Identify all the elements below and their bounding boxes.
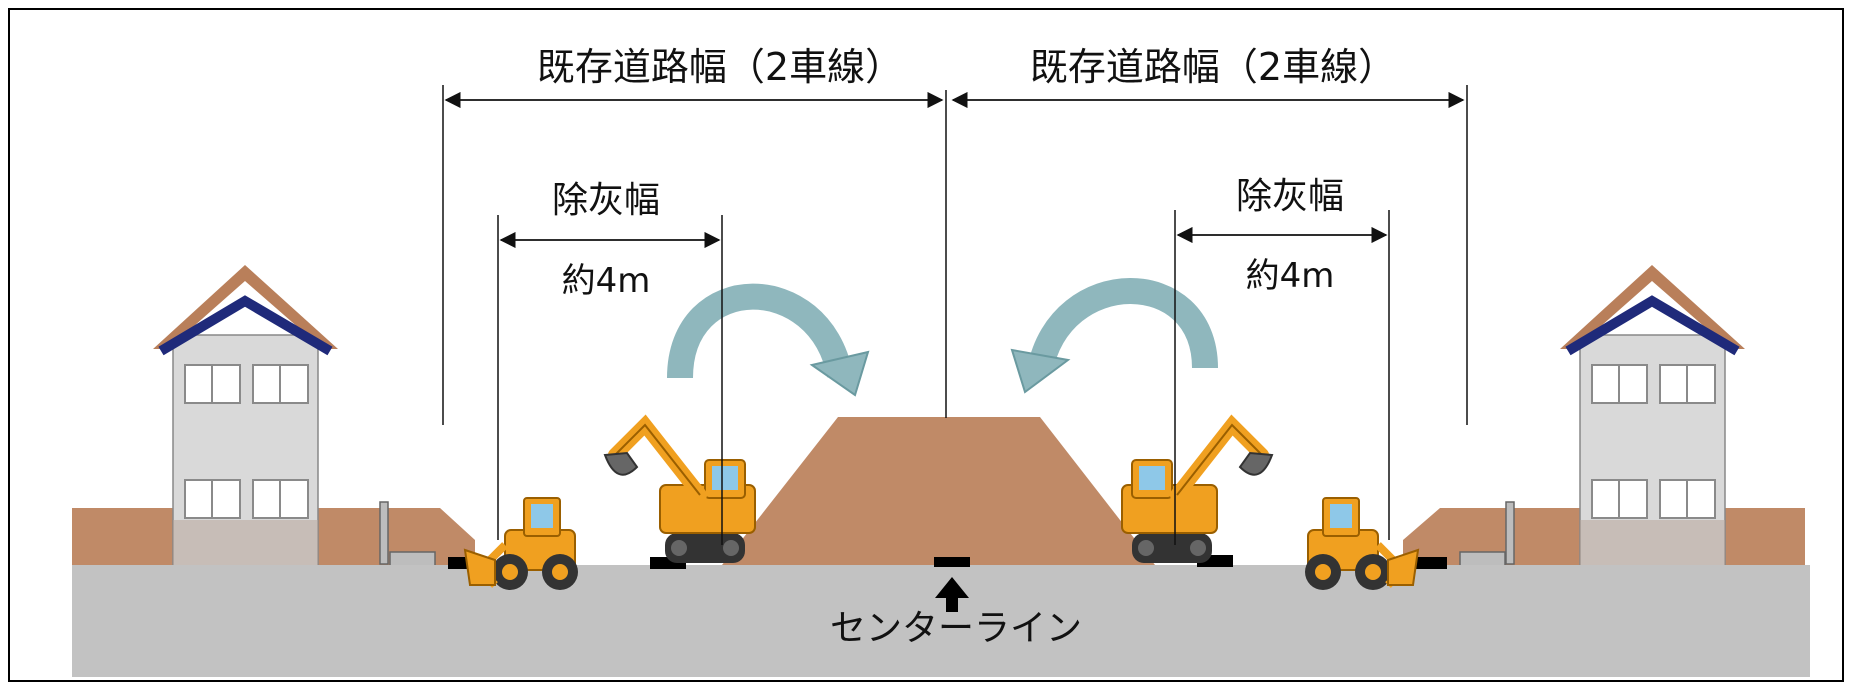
ash-width-right-label: 除灰幅 [1236, 176, 1344, 217]
wheel-loader-icon-right [1305, 498, 1418, 590]
ash-width-left-label: 除灰幅 [552, 180, 660, 221]
up-arrow-icon [935, 577, 969, 612]
center-line-label: センターライン [830, 608, 1082, 649]
curved-arrow-icon-left [667, 283, 870, 397]
wheel-loader-icon-left [465, 498, 578, 590]
ash-width-right-value: 約4m [1246, 256, 1335, 296]
excavator-icon-left [605, 425, 755, 563]
excavator-icon-right [1122, 425, 1272, 563]
road-width-right-label: 既存道路幅（2車線） [1030, 45, 1396, 89]
ash-pile [722, 417, 1155, 565]
frame-border [8, 8, 1844, 682]
road-surface [72, 565, 1810, 677]
house-icon-right [1560, 265, 1745, 595]
ash-width-left-value: 約4m [562, 261, 651, 301]
curved-arrow-icon-right [1010, 278, 1218, 394]
dimension-lines [442, 85, 1468, 545]
road-width-left-label: 既存道路幅（2車線） [537, 45, 903, 89]
dimension-arrows [444, 91, 1465, 249]
house-icon-left [153, 265, 338, 595]
